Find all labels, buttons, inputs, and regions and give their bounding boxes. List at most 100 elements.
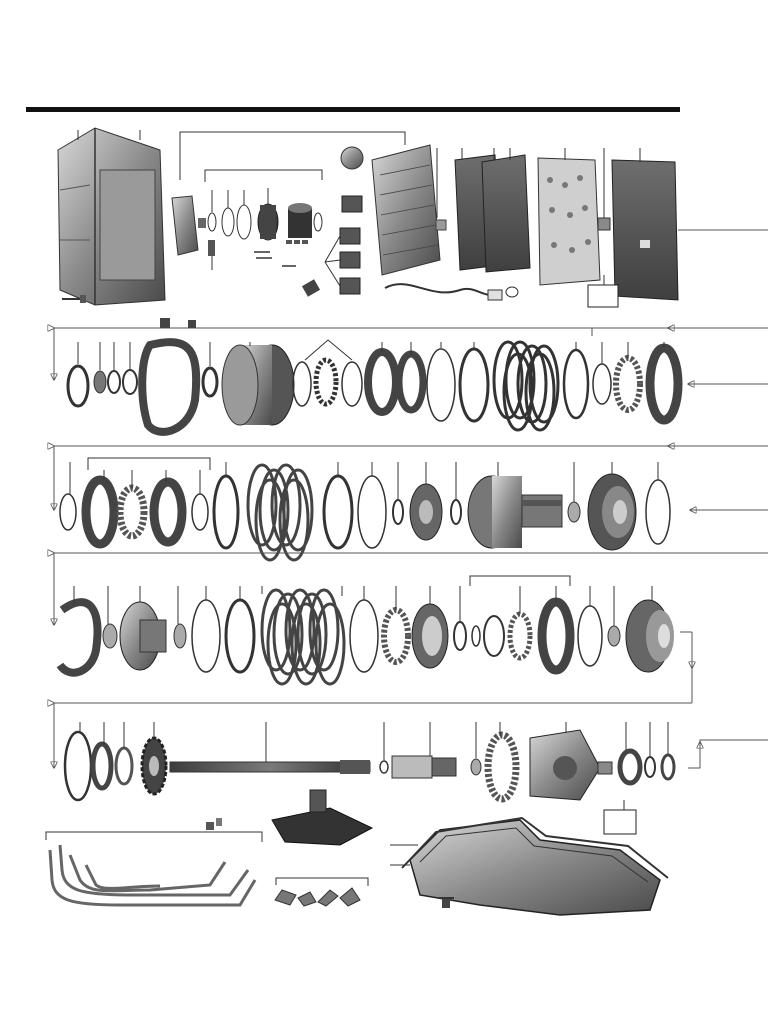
park-gear <box>140 736 168 796</box>
input-shaft-drum <box>467 475 563 549</box>
planetary-carrier <box>119 601 167 671</box>
pan-gasket <box>401 816 669 879</box>
filter-screen <box>435 219 447 231</box>
valve-body-gasket <box>611 159 679 301</box>
solenoid-cluster <box>301 146 364 297</box>
row-3-clutch-group <box>54 446 768 562</box>
spacer-ring <box>201 366 219 398</box>
case-bolt <box>62 295 86 303</box>
label-box-1 <box>587 284 619 308</box>
solenoid-housing <box>171 195 199 256</box>
thrust-plate <box>90 741 114 791</box>
friction-plate-stack-a <box>492 340 560 432</box>
friction-plate-stack-c <box>260 588 346 686</box>
snap-ring-i <box>191 599 221 673</box>
row-4-clutch-group <box>54 553 768 686</box>
small-filter <box>208 240 215 256</box>
sprag-clutch <box>613 355 643 413</box>
bushing-b <box>102 623 118 649</box>
seal-ring-g <box>392 499 404 525</box>
snap-ring-d <box>592 363 612 405</box>
seal-ring-d <box>313 212 323 232</box>
servo-parts <box>286 203 312 244</box>
cooler-lines <box>48 844 257 907</box>
transfer-shaft <box>391 755 457 779</box>
needle-bearing-b <box>507 611 533 661</box>
snap-ring-m <box>63 730 93 802</box>
seal-ring-c <box>236 204 252 240</box>
hub-gear <box>409 483 443 541</box>
small-bolt-a <box>206 818 222 830</box>
row-5-leaders <box>79 722 669 810</box>
steel-plate-b <box>562 348 590 420</box>
bearing-race <box>93 370 107 394</box>
spring-retainer <box>116 484 148 540</box>
brake-band-b <box>56 598 102 677</box>
piston-c <box>149 477 187 547</box>
snap-ring-c <box>426 348 456 422</box>
friction-plate-stack-b <box>246 463 314 562</box>
snap-ring-e <box>59 493 77 531</box>
piston-b <box>81 475 119 549</box>
separator-plate-2 <box>481 154 531 273</box>
seal-ring-b <box>221 207 235 237</box>
thrust-washer-b <box>114 746 134 786</box>
oil-filter <box>271 789 374 846</box>
snap-ring-b <box>341 361 363 407</box>
brake-band <box>138 318 201 436</box>
seal-ring-l <box>660 753 676 781</box>
piston-d <box>537 597 575 675</box>
upper-valve-body <box>371 144 441 276</box>
retaining-clips <box>274 887 361 907</box>
seal-ring-a <box>207 212 217 232</box>
output-shaft <box>169 760 371 774</box>
thrust-washer <box>66 364 90 408</box>
row-6-pan-group <box>45 789 669 916</box>
apply-plate <box>395 350 427 414</box>
seal-ring-i <box>453 621 467 651</box>
pin-parts <box>254 251 296 267</box>
row-1-leaders <box>211 148 641 285</box>
row-2-leaders <box>77 342 665 370</box>
row-2-clutch-group <box>54 318 768 436</box>
snap-ring-f <box>191 493 209 531</box>
bushing-d <box>607 625 621 647</box>
drain-plug <box>438 897 454 908</box>
row-3-leaders <box>69 462 659 502</box>
snap-ring-j <box>349 599 379 673</box>
label-box-2 <box>603 809 637 835</box>
header-rule <box>26 107 680 112</box>
steel-plate-c <box>212 474 240 550</box>
bearing-b <box>470 758 482 776</box>
sprag-clutch-b <box>381 607 411 665</box>
seal-ring-e <box>107 370 121 394</box>
valve-spacer <box>597 217 611 231</box>
steel-plate-e <box>224 598 256 674</box>
steel-plate-a <box>458 347 490 423</box>
small-bushing <box>198 218 206 228</box>
clutch-hub <box>587 473 637 551</box>
seal-ring-j <box>471 625 481 647</box>
row-4-leaders <box>73 586 653 626</box>
snap-ring-a <box>292 361 312 407</box>
lower-valve-body <box>537 157 601 286</box>
transmission-case <box>57 127 166 306</box>
snap-ring-n <box>379 760 389 774</box>
piston-a <box>645 343 683 425</box>
cooler-lines-bracket <box>45 831 263 842</box>
bushing-c <box>173 623 187 649</box>
transfer-drum <box>625 599 674 673</box>
clutch-drum <box>221 344 295 426</box>
row-5-output-group <box>54 668 768 835</box>
bushing-a <box>567 501 581 523</box>
wiring-harness <box>384 283 519 301</box>
bearing-c <box>617 748 643 786</box>
seal-ring-f <box>122 369 138 395</box>
seal-ring-k <box>644 756 656 778</box>
needle-bearing-a <box>313 357 339 407</box>
snap-ring-l <box>577 605 603 667</box>
steel-plate-d <box>322 474 354 550</box>
differential <box>529 729 613 801</box>
snap-ring-h <box>645 479 671 545</box>
